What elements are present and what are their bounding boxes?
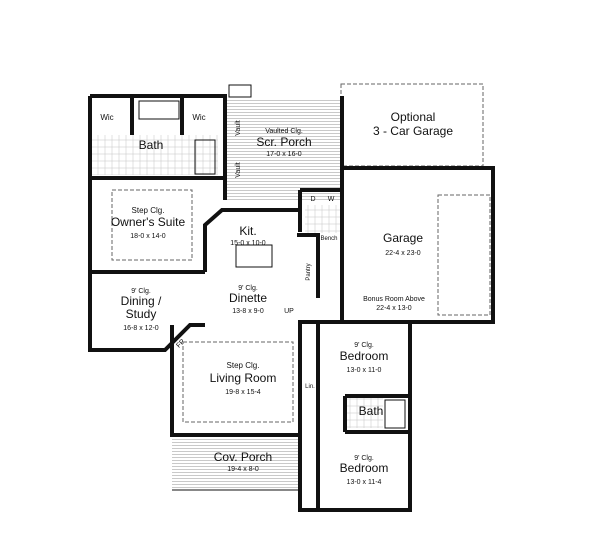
pantry-label: Pantry — [306, 263, 312, 280]
dinette-label: Dinette — [229, 291, 267, 305]
master-bath-label: Bath — [139, 138, 164, 152]
optional-garage-line2: 3 - Car Garage — [373, 124, 453, 138]
bonus-room-label: Bonus Room Above — [363, 296, 425, 303]
bathtub-2 — [384, 399, 406, 429]
garage-label: Garage — [383, 231, 423, 245]
wic-left-label: Wic — [100, 113, 113, 122]
covered-porch-size: 19-4 x 8-0 — [227, 466, 259, 473]
dinette-ceiling: 9' Clg. — [238, 285, 258, 292]
garage-size: 22-4 x 23-0 — [385, 250, 421, 257]
bonus-room-outline — [437, 194, 491, 316]
bench-label: Bench — [320, 236, 337, 242]
bedroom1-label: Bedroom — [340, 349, 389, 363]
bathtub — [138, 100, 180, 120]
kitchen-size: 15-0 x 10-0 — [230, 240, 266, 247]
living-step-ceiling-outline — [182, 341, 294, 423]
wic-right-label: Wic — [192, 113, 205, 122]
fireplace-label: FP — [175, 338, 187, 350]
dinette-size: 13-8 x 9-0 — [232, 308, 264, 315]
bedroom2-label: Bedroom — [340, 461, 389, 475]
bonus-room-size: 22-4 x 13-0 — [376, 305, 412, 312]
living-room-label: Living Room — [210, 371, 277, 385]
vault-label-top: Vault — [235, 120, 242, 135]
dining-label-line1: Dining / — [121, 294, 162, 308]
owners-suite-ceiling: Step Clg. — [132, 206, 165, 215]
bath2-label: Bath — [359, 404, 384, 418]
walls — [88, 94, 495, 512]
bedroom2-size: 13-0 x 11-4 — [347, 479, 382, 486]
stairs-up-label: UP — [284, 308, 294, 315]
living-room-ceiling: Step Clg. — [227, 361, 260, 370]
living-room-size: 19-8 x 15-4 — [225, 389, 261, 396]
owners-suite-label: Owner's Suite — [111, 215, 186, 229]
bath-tile — [92, 135, 218, 175]
dining-label-line2: Study — [126, 307, 157, 321]
shower — [194, 139, 216, 175]
dining-size: 16-8 x 12-0 — [123, 325, 159, 332]
screen-porch-floor — [224, 98, 342, 200]
linen-label: Lin. — [305, 384, 315, 390]
dining-ceiling: 9' Clg. — [131, 288, 151, 295]
laundry-tile — [305, 205, 341, 233]
covered-porch-label: Cov. Porch — [214, 450, 272, 464]
screen-porch-ceiling: Vaulted Clg. — [265, 128, 303, 135]
kitchen-label: Kit. — [239, 224, 256, 238]
step-ceiling-outline — [111, 189, 193, 261]
washer-label: W — [328, 196, 335, 203]
bedroom1-size: 13-0 x 11-0 — [347, 367, 382, 374]
dryer-label: D — [310, 196, 315, 203]
kitchen-island — [235, 244, 273, 268]
screen-porch-label: Scr. Porch — [256, 135, 311, 149]
screen-porch-size: 17-0 x 16-0 — [266, 151, 302, 158]
covered-porch-floor — [172, 438, 300, 490]
optional-garage-line1: Optional — [391, 110, 436, 124]
bedroom1-ceiling: 9' Clg. — [354, 342, 374, 349]
bedroom2-ceiling: 9' Clg. — [354, 455, 374, 462]
chimney — [228, 84, 252, 98]
bath2-tile — [347, 398, 383, 428]
vault-label-bottom: Vault — [235, 162, 242, 177]
owners-suite-size: 18-0 x 14-0 — [130, 233, 166, 240]
